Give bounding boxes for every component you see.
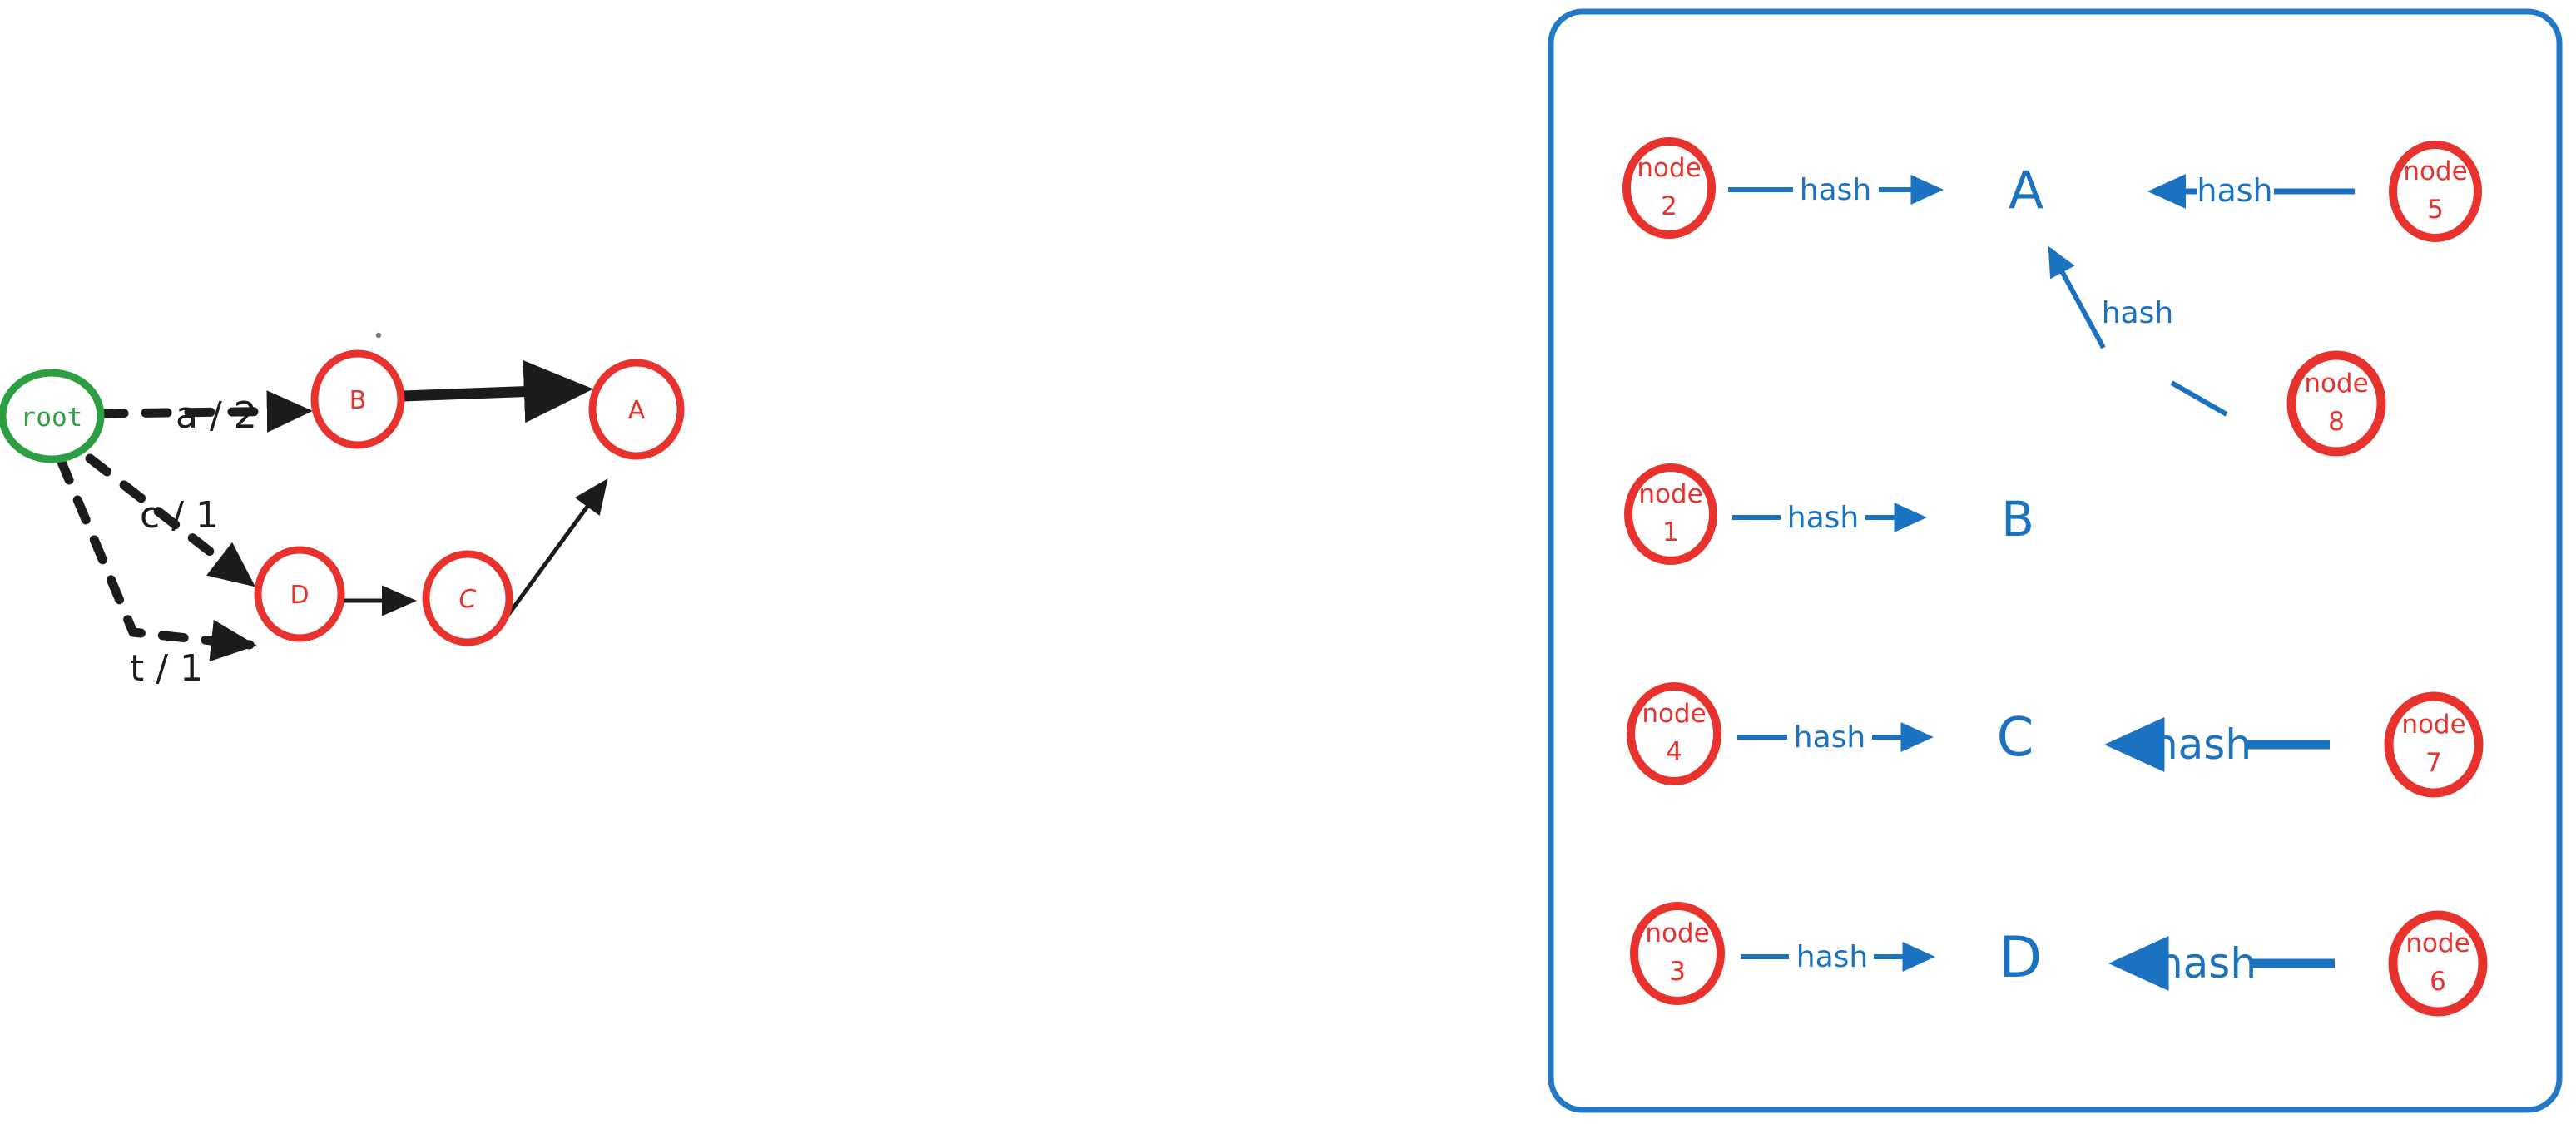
row-d-left-node[interactable]: node 3 [1630,902,1725,1005]
row-a-right-node-label-bottom: 5 [2427,195,2444,225]
row-c-right-node-label-bottom: 7 [2425,748,2442,778]
row-d-right-hash-label: hash [2157,939,2256,988]
row-c: node 4 hash C hash node [1627,682,2484,798]
row-d-right-node-label-bottom: 6 [2430,967,2446,997]
edge-label-a2: a / 2 [176,394,257,437]
edge-c-to-a [505,478,608,617]
node-c-label: C [459,585,477,614]
node-d-label: D [290,581,309,610]
row-c-right-node[interactable]: node 7 [2384,691,2484,798]
row-d: node 3 hash D hash node [1630,902,2488,1017]
row-c-right-node-label-top: node [2401,710,2465,740]
row-c-left-node[interactable]: node 4 [1627,682,1721,785]
node-a[interactable]: A [588,359,685,460]
row-a-left-hash-label: hash [1800,173,1871,207]
row-a-right-node[interactable]: node 5 [2389,141,2482,242]
row-a: node 2 hash A hash [1622,137,2482,457]
left-diagram-group: a / 2 c / 1 t / 1 [0,332,685,690]
edge-root-to-b [97,390,313,433]
row-c-left-node-label-bottom: 4 [1666,737,1682,767]
node-b[interactable]: B [310,349,405,449]
row-b: node 1 hash B [1624,463,2034,565]
row-a-diagonal-node-label-top: node [2304,369,2368,399]
row-a-diagonal-hash-label: hash [2102,296,2173,330]
row-b-left-node[interactable]: node 1 [1624,463,1717,565]
row-c-left-hash-label: hash [1794,720,1865,755]
panel-container [1548,8,2563,1113]
row-a-diagonal-node-label-bottom: 8 [2328,407,2345,437]
row-a-diagonal-hash-arrow [2048,245,2228,417]
row-b-left-node-label-top: node [1638,479,1702,509]
row-a-target-letter: A [2009,160,2043,220]
edge-root-to-d-c1 [85,453,255,587]
node-b-label: B [349,386,367,415]
row-d-left-hash-label: hash [1796,940,1868,974]
row-d-left-node-label-top: node [1645,919,1709,948]
node-c[interactable]: C [422,550,513,646]
row-d-right-node[interactable]: node 6 [2388,910,2488,1017]
row-b-left-hash-label: hash [1787,501,1859,535]
edge-label-c1: c / 1 [140,494,219,537]
row-b-left-node-label-bottom: 1 [1662,517,1679,547]
row-a-left-node-label-bottom: 2 [1661,191,1677,221]
edge-label-t1: t / 1 [130,647,203,690]
row-d-left-node-label-bottom: 3 [1669,957,1686,987]
row-d-right-node-label-top: node [2405,928,2469,958]
stray-dot-artifact [375,332,382,339]
node-d[interactable]: D [254,546,345,642]
node-a-label: A [628,396,646,425]
row-a-right-node-label-top: node [2403,156,2467,186]
edge-b-to-a [402,359,593,423]
right-panel-group: node 2 hash A hash [1548,8,2563,1113]
row-a-left-node-label-top: node [1637,153,1701,183]
edge-root-to-d-t1 [56,455,257,662]
row-a-right-hash-label: hash [2197,172,2272,209]
node-root-label: root [21,403,83,433]
row-b-target-letter: B [2001,491,2034,547]
row-a-left-node[interactable]: node 2 [1622,137,1716,239]
row-c-target-letter: C [1997,707,2034,769]
row-a-diagonal-node[interactable]: node 8 [2286,350,2386,457]
node-root[interactable]: root [0,369,105,463]
row-c-right-hash-label: hash [2152,720,2252,769]
row-c-left-node-label-top: node [1642,699,1706,729]
row-d-target-letter: D [1999,925,2042,991]
